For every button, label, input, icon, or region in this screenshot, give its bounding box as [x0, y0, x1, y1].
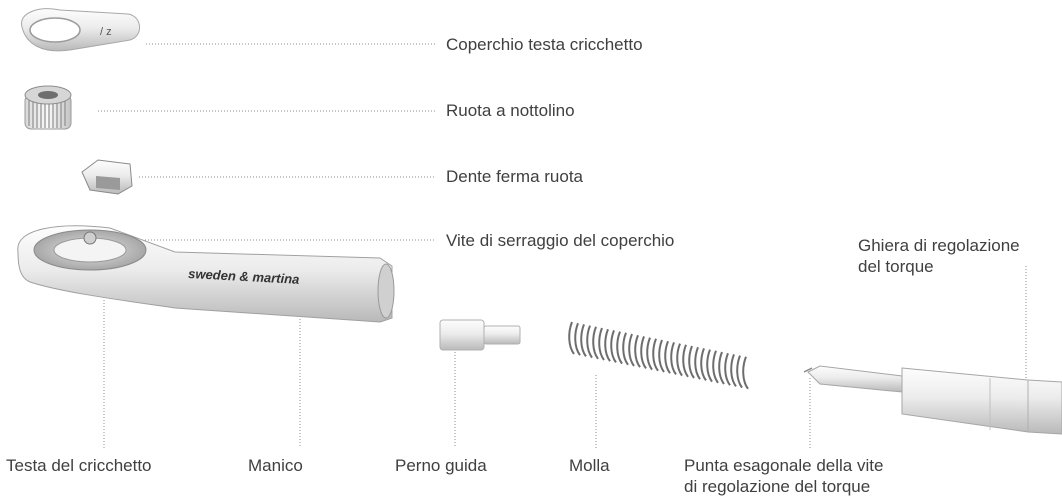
label-stop-tooth: Dente ferma ruota [446, 167, 584, 186]
label-spring: Molla [569, 456, 610, 475]
stop-tooth-part [81, 159, 133, 195]
guide-pin-part [439, 319, 521, 351]
brand-engraving: sweden & martina [188, 266, 300, 287]
label-pawl-wheel: Ruota a nottolino [446, 101, 575, 120]
label-hex-tip-line1: Punta esagonale della vite [684, 456, 884, 475]
label-handle: Manico [248, 456, 303, 475]
svg-text:/ z: / z [100, 26, 112, 38]
label-torque-ring-line2: del torque [858, 257, 934, 276]
torque-assembly-part [803, 365, 1062, 435]
leader-lines [98, 43, 1027, 448]
label-ratchet-head-cover: Coperchio testa cricchetto [446, 35, 643, 54]
label-hex-tip: Punta esagonale della vite di regolazion… [684, 455, 883, 497]
label-guide-pin: Perno guida [395, 456, 487, 475]
label-torque-ring-line1: Ghiera di regolazione [858, 236, 1020, 255]
spring-part [568, 321, 749, 390]
label-cover-screw: Vite di serraggio del coperchio [446, 231, 675, 250]
label-torque-ring: Ghiera di regolazione del torque [858, 235, 1020, 277]
ratchet-body-part: sweden & martina [17, 225, 395, 323]
pawl-wheel-part [24, 85, 72, 130]
ratchet-cover-part: / z [21, 8, 140, 52]
label-ratchet-head: Testa del cricchetto [6, 456, 152, 475]
label-hex-tip-line2: di regolazione del torque [684, 477, 871, 496]
